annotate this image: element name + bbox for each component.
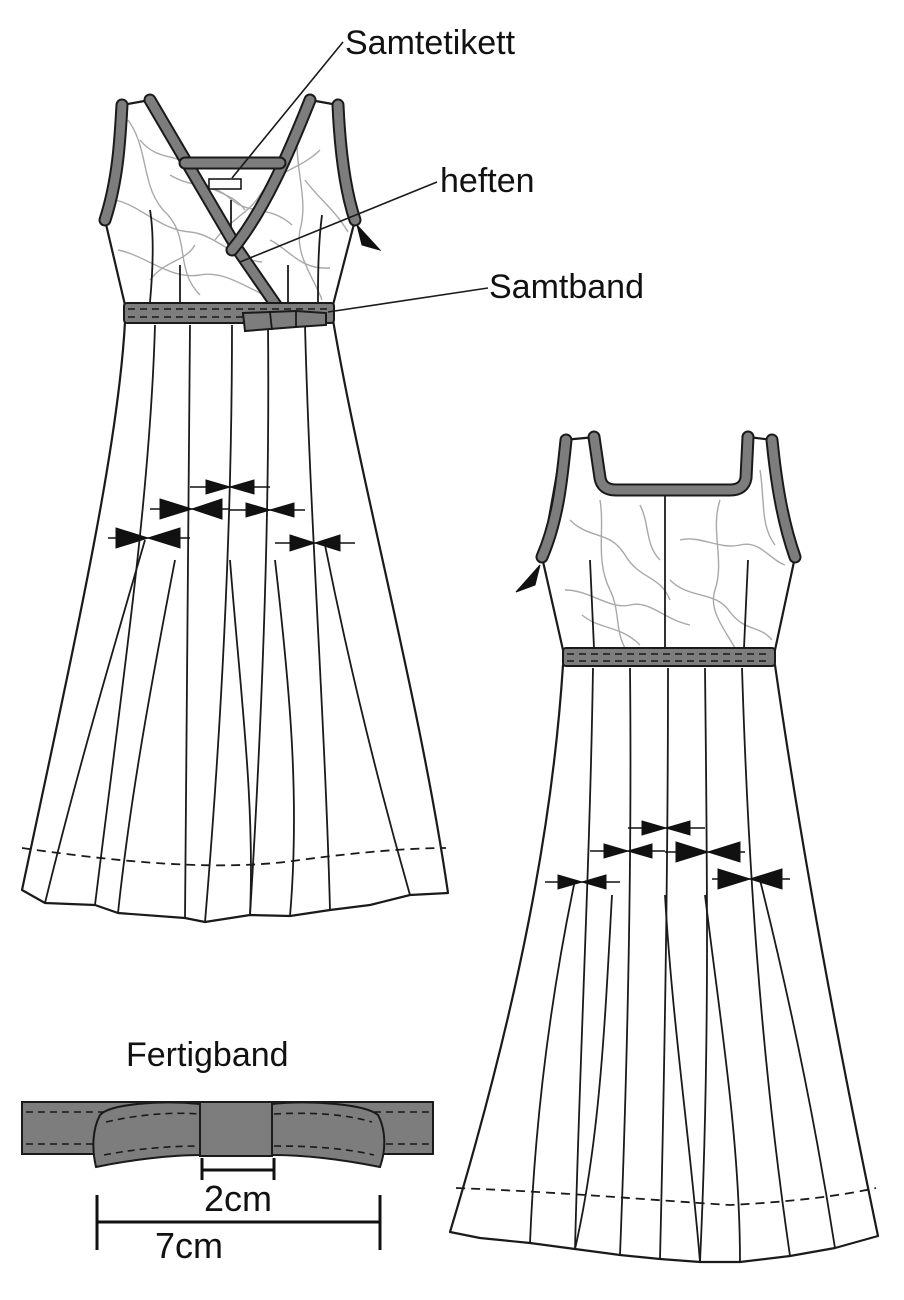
measurement-2cm bbox=[200, 1158, 276, 1180]
dress-right-waistband bbox=[562, 647, 776, 667]
dress-left bbox=[20, 93, 450, 924]
dress-left-side-arrow bbox=[356, 224, 382, 251]
label-samtband: Samtband bbox=[489, 268, 644, 306]
label-heften: heften bbox=[440, 162, 535, 200]
label-samtetikett: Samtetikett bbox=[345, 24, 516, 62]
dress-left-hem-stitch bbox=[21, 847, 447, 867]
dress-right-velvet-trim bbox=[535, 430, 802, 564]
fertigband-bow-center bbox=[199, 1101, 273, 1157]
measurement-7cm bbox=[95, 1195, 382, 1250]
fertigband-bow-loop-left bbox=[92, 1101, 201, 1169]
dress-left-pleat-arrows bbox=[108, 479, 355, 552]
label-measure-2cm: 2cm bbox=[204, 1178, 272, 1219]
leader-heften bbox=[239, 181, 438, 263]
dress-right-skirt bbox=[448, 663, 880, 1264]
label-fertigband: Fertigband bbox=[126, 1036, 289, 1074]
dress-right bbox=[448, 430, 880, 1264]
dress-right-side-arrow bbox=[515, 564, 541, 593]
dress-right-pleat-arrows bbox=[545, 820, 790, 890]
dress-left-pleats bbox=[44, 324, 411, 923]
dress-left-velvet-trim bbox=[98, 93, 362, 315]
velvet-label-rect bbox=[208, 178, 242, 190]
fertigband-bow bbox=[21, 1101, 434, 1169]
dress-right-hem-stitch bbox=[455, 1187, 877, 1206]
dress-right-lace-pattern bbox=[564, 469, 786, 649]
fertigband-bow-loop-right bbox=[271, 1101, 386, 1169]
label-measure-7cm: 7cm bbox=[155, 1225, 223, 1266]
leader-samtetikett bbox=[231, 41, 344, 179]
dress-right-bodice bbox=[540, 435, 797, 652]
leader-samtband bbox=[327, 287, 489, 313]
dress-right-pleats bbox=[529, 667, 836, 1263]
